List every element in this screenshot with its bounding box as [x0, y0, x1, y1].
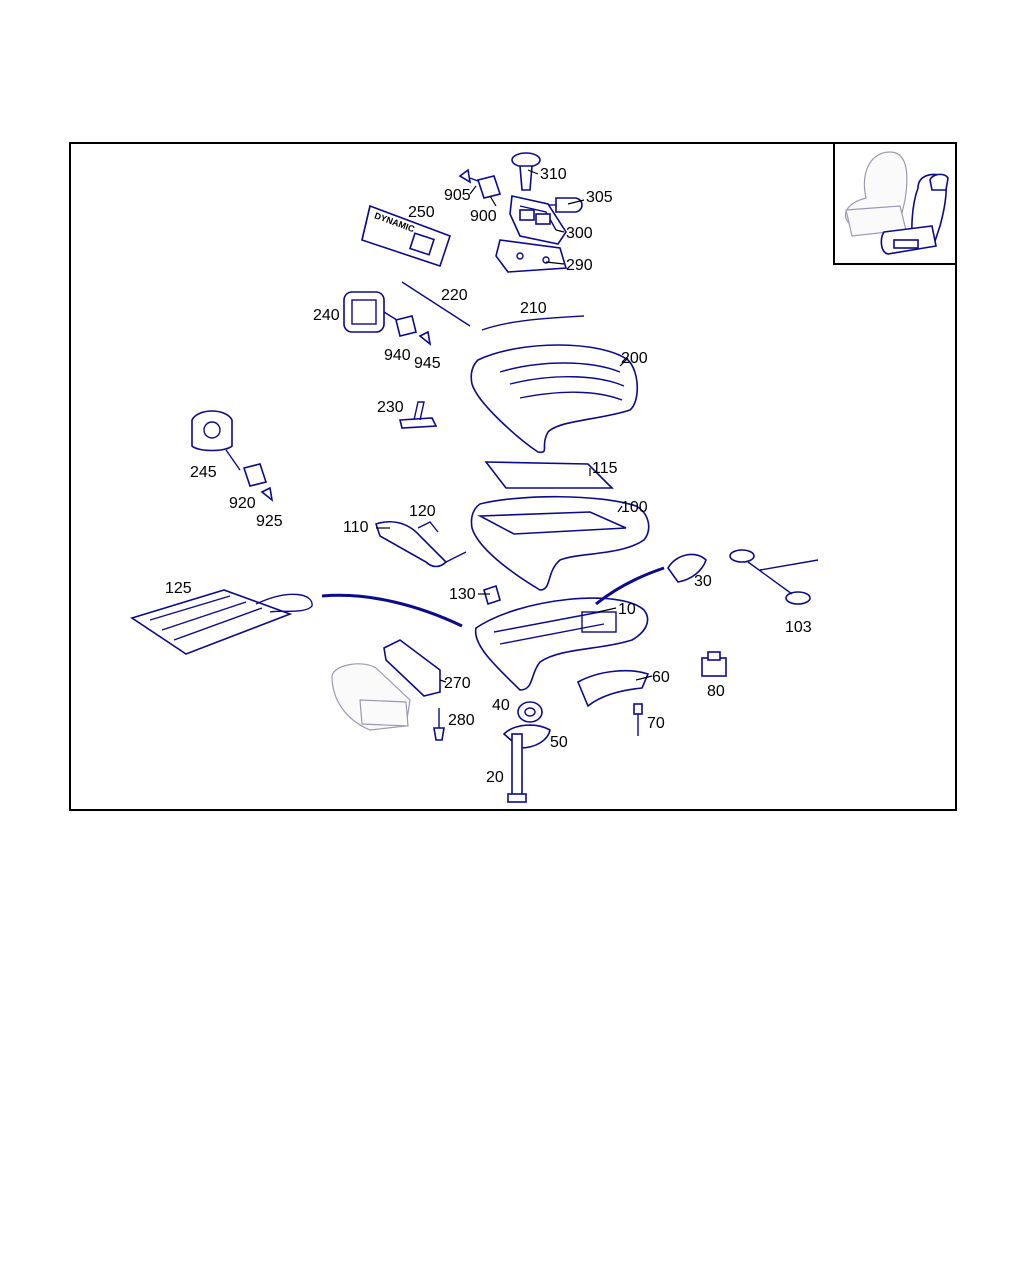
part-300-switch [509, 195, 567, 245]
part-60-trim [576, 669, 650, 708]
callout-280: 280 [448, 712, 475, 729]
part-250-control-unit: DYNAMIC [361, 204, 452, 268]
callout-labels: 310 305 905 900 300 250 290 220 210 240 … [165, 166, 812, 786]
callout-940: 940 [384, 347, 411, 364]
part-940-connector [395, 315, 417, 337]
callout-920: 920 [229, 495, 256, 512]
callout-200: 200 [621, 350, 648, 367]
inset-seat-illustration [844, 151, 949, 255]
part-240-switch-module [343, 291, 401, 333]
callout-110: 110 [343, 519, 369, 536]
callout-310: 310 [540, 166, 567, 183]
callout-230: 230 [377, 399, 404, 416]
part-70-pin [633, 703, 643, 736]
callout-925: 925 [256, 513, 283, 530]
part-103-grommets [729, 549, 819, 605]
callout-30: 30 [694, 573, 712, 590]
leader-lines [376, 169, 653, 683]
callout-40: 40 [492, 697, 510, 714]
part-270-bracket [383, 639, 441, 697]
part-motor [331, 663, 411, 731]
part-125-heating-mat [130, 589, 313, 655]
part-210-rod [481, 315, 585, 331]
part-40-nut [517, 701, 543, 723]
part-20-bolt [507, 733, 527, 803]
callout-270: 270 [444, 675, 471, 692]
callout-245: 245 [190, 464, 217, 481]
callout-220: 220 [441, 287, 468, 304]
part-200-seat-cover [470, 344, 639, 454]
part-80-clip [701, 651, 727, 677]
part-920-connector [242, 463, 268, 487]
part-925-clip [260, 486, 274, 502]
part-230-bracket [398, 401, 438, 429]
callout-100: 100 [621, 499, 648, 516]
part-130-clip [483, 584, 501, 606]
callout-905: 905 [444, 187, 471, 204]
part-120-clip [417, 521, 439, 533]
part-115-mat [484, 461, 614, 489]
part-110-side-trim [374, 521, 467, 568]
callout-120: 120 [409, 503, 436, 520]
callout-130: 130 [449, 586, 476, 603]
callout-103: 103 [785, 619, 812, 636]
part-220-rod [401, 281, 471, 327]
part-290-bracket [495, 239, 568, 273]
part-30-bracket [667, 553, 707, 583]
callout-20: 20 [486, 769, 504, 786]
part-900-connector [476, 175, 502, 199]
callout-305: 305 [586, 189, 613, 206]
callout-80: 80 [707, 683, 725, 700]
callout-300: 300 [566, 225, 593, 242]
part-100-cushion [470, 495, 650, 591]
callout-60: 60 [652, 669, 670, 686]
part-50-clamp [502, 724, 551, 749]
seat-location-inset [833, 142, 957, 265]
callout-945: 945 [414, 355, 441, 372]
part-280-screw [433, 708, 445, 741]
callout-10: 10 [618, 601, 636, 618]
callout-115: 115 [592, 460, 618, 477]
callout-290: 290 [566, 257, 593, 274]
part-945-clip [418, 330, 432, 346]
callout-70: 70 [647, 715, 665, 732]
part-310-pin [511, 152, 541, 191]
callout-900: 900 [470, 208, 497, 225]
arrow-125-to-10 [321, 593, 463, 628]
part-245-switch-module [191, 410, 241, 471]
callout-240: 240 [313, 307, 340, 324]
callout-210: 210 [520, 300, 547, 317]
callout-250: 250 [408, 204, 435, 221]
part-10-seat-frame [474, 597, 649, 691]
callout-50: 50 [550, 734, 568, 751]
callout-125: 125 [165, 580, 192, 597]
arrow-30-to-10 [595, 566, 665, 606]
